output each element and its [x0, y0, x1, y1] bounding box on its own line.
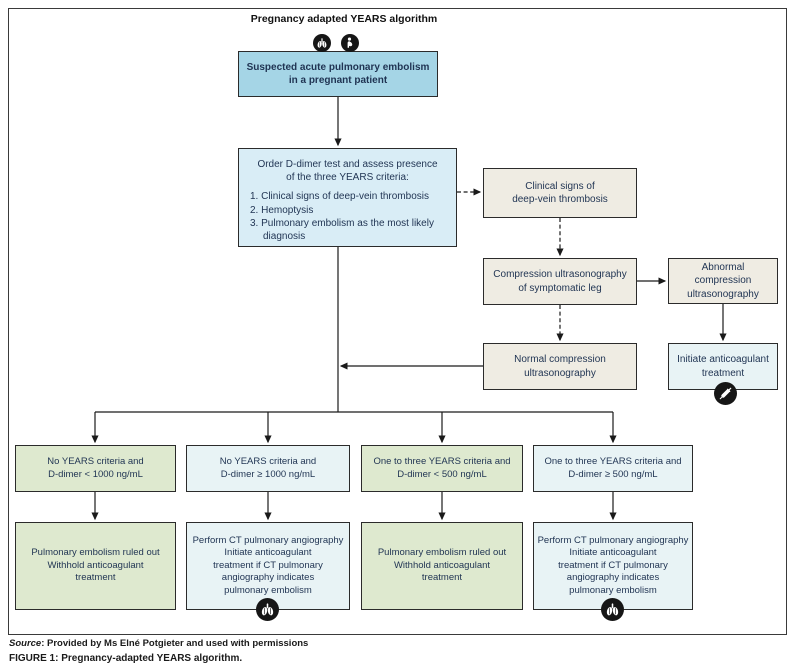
box-clinical-signs: Clinical signs of deep-vein thrombosis	[483, 168, 637, 218]
box-criteria-some-years-low: One to three YEARS criteria and D-dimer …	[361, 445, 523, 492]
criteria-2-text: No YEARS criteria and D-dimer ≥ 1000 ng/…	[219, 455, 317, 480]
source-label: Source	[9, 638, 42, 649]
pregnant-woman-icon	[341, 34, 359, 52]
figure-footer: Source: Provided by Ms Elné Potgieter an…	[9, 638, 308, 664]
diagram-title: Pregnancy adapted YEARS algorithm	[250, 13, 438, 25]
box-suspected-pe: Suspected acute pulmonary embolism in a …	[238, 51, 438, 97]
source-text: : Provided by Ms Elné Potgieter and used…	[41, 638, 309, 649]
syringe-icon	[714, 382, 737, 405]
box-initiate-anticoagulant: Initiate anticoagulant treatment	[668, 343, 778, 390]
box-outcome-ruled-out-2: Pulmonary embolism ruled out Withhold an…	[361, 522, 523, 610]
box-initiate-text: Initiate anticoagulant treatment	[677, 354, 769, 379]
box-compression-text: Compression ultrasonography of symptomat…	[493, 269, 627, 294]
box-clinical-signs-text: Clinical signs of deep-vein thrombosis	[512, 180, 608, 205]
years-criterion-2: 2. Hemoptysis	[250, 204, 314, 216]
box-suspected-pe-text: Suspected acute pulmonary embolism in a …	[246, 61, 430, 86]
box-order-ddimer: Order D-dimer test and assess presence o…	[238, 148, 457, 247]
box-criteria-no-years-low: No YEARS criteria and D-dimer < 1000 ng/…	[15, 445, 176, 492]
box-criteria-no-years-high: No YEARS criteria and D-dimer ≥ 1000 ng/…	[186, 445, 350, 492]
box-outcome-ruled-out-1: Pulmonary embolism ruled out Withhold an…	[15, 522, 176, 610]
lungs-icon	[256, 598, 279, 621]
box-normal-compression: Normal compression ultrasonography	[483, 343, 637, 390]
box-abnormal-compression: Abnormal compression ultrasonography	[668, 258, 778, 304]
box-order-heading: Order D-dimer test and assess presence o…	[257, 159, 438, 184]
outcome-3-text: Pulmonary embolism ruled out Withhold an…	[377, 547, 507, 584]
figure-frame	[8, 8, 787, 635]
criteria-4-text: One to three YEARS criteria and D-dimer …	[544, 455, 682, 480]
box-compression-ultrasonography: Compression ultrasonography of symptomat…	[483, 258, 637, 305]
outcome-4-text: Perform CT pulmonary angiography Initiat…	[537, 534, 689, 596]
box-outcome-ct-angiography-1: Perform CT pulmonary angiography Initiat…	[186, 522, 350, 610]
figure-caption-text: Pregnancy-adapted YEARS algorithm.	[58, 653, 243, 664]
years-criterion-3: 3. Pulmonary embolism as the most likely…	[250, 217, 434, 242]
box-normal-text: Normal compression ultrasonography	[514, 354, 606, 379]
outcome-1-text: Pulmonary embolism ruled out Withhold an…	[31, 547, 160, 584]
criteria-1-text: No YEARS criteria and D-dimer < 1000 ng/…	[47, 455, 144, 480]
figure-caption-label: FIGURE 1:	[9, 653, 59, 664]
lungs-icon	[601, 598, 624, 621]
years-criterion-1: 1. Clinical signs of deep-vein thrombosi…	[250, 191, 429, 203]
criteria-3-text: One to three YEARS criteria and D-dimer …	[373, 455, 511, 480]
outcome-2-text: Perform CT pulmonary angiography Initiat…	[192, 534, 344, 596]
box-abnormal-text: Abnormal compression ultrasonography	[687, 262, 759, 300]
lungs-icon	[313, 34, 331, 52]
box-outcome-ct-angiography-2: Perform CT pulmonary angiography Initiat…	[533, 522, 693, 610]
figure-caption: FIGURE 1: Pregnancy-adapted YEARS algori…	[9, 653, 308, 664]
source-line: Source: Provided by Ms Elné Potgieter an…	[9, 638, 308, 649]
years-criteria-list: 1. Clinical signs of deep-vein thrombosi…	[239, 190, 456, 243]
box-criteria-some-years-high: One to three YEARS criteria and D-dimer …	[533, 445, 693, 492]
